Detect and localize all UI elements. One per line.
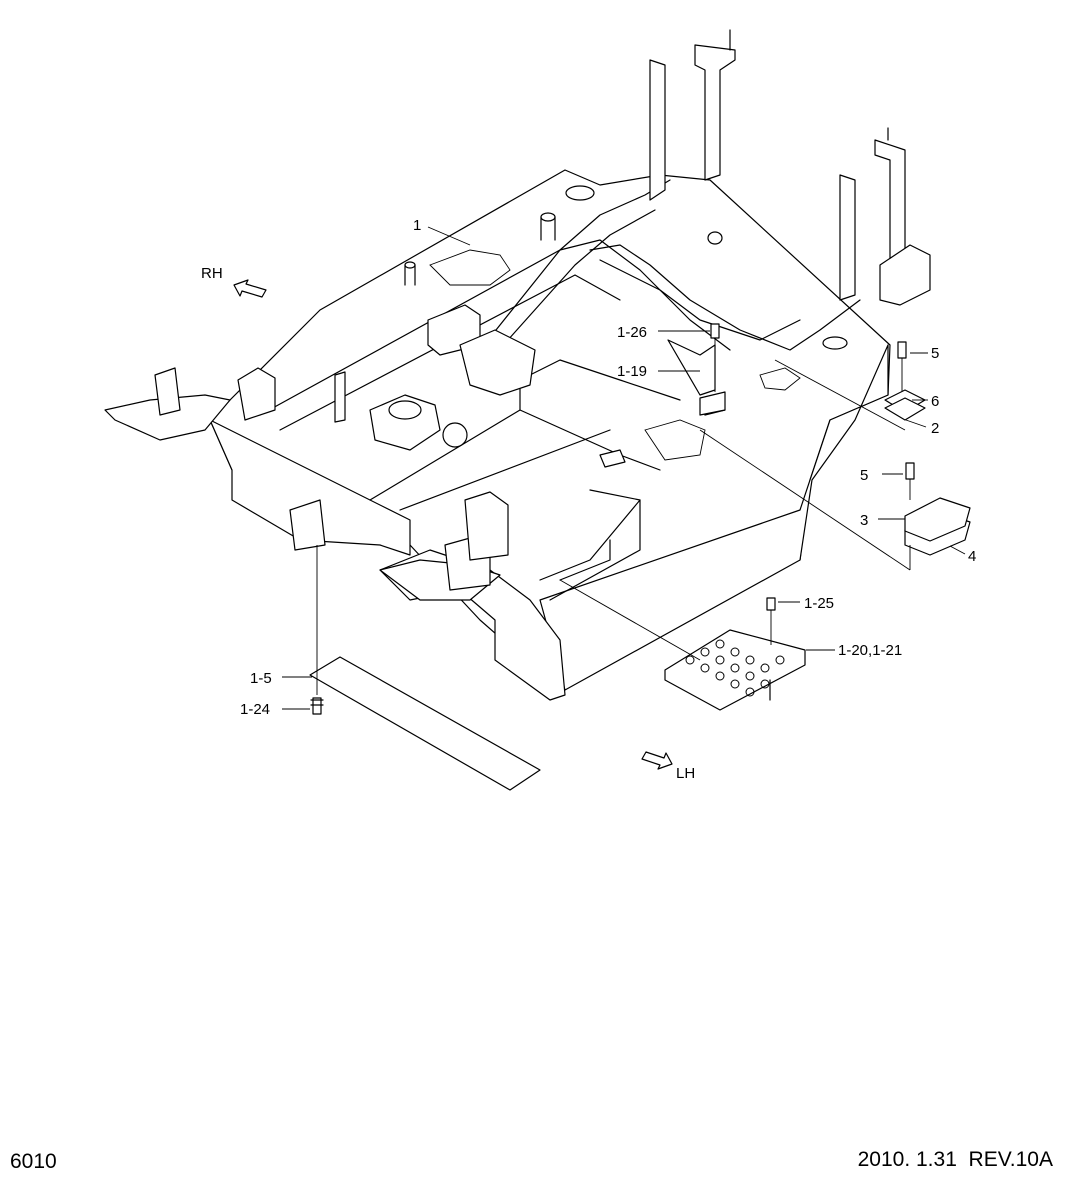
bolt-1-24	[310, 697, 324, 715]
page-code: 6010	[10, 1150, 57, 1173]
revision-stamp: 2010. 1.31 REV.10A	[857, 1148, 1053, 1171]
frame-side-wall-rh	[209, 419, 411, 556]
right-bracket-hook	[874, 139, 906, 261]
bolt-1-26	[710, 323, 720, 392]
callout-3: 3	[860, 512, 868, 529]
upper-frame-assembly	[104, 29, 931, 701]
right-block	[879, 244, 931, 306]
callout-6: 6	[931, 393, 939, 410]
rear-bracket-tall	[649, 59, 666, 201]
direction-label-lh: LH	[676, 765, 695, 782]
rear-bracket-hook	[694, 44, 736, 181]
swivel-mount	[369, 394, 441, 451]
leader-lines	[282, 226, 966, 710]
callout-5-lower: 5	[860, 467, 868, 484]
front-bracket-rh	[154, 367, 181, 416]
right-bracket-tall	[839, 174, 856, 301]
rh-arrow-icon	[233, 279, 267, 298]
callout-1-5: 1-5	[250, 670, 272, 687]
callout-1-24: 1-24	[240, 701, 270, 718]
bracket-plate	[459, 329, 536, 396]
boss-rh	[237, 367, 276, 421]
boss-lh	[464, 491, 509, 561]
callout-5-upper: 5	[931, 345, 939, 362]
gasket-2	[884, 397, 926, 421]
direction-label-rh: RH	[201, 265, 223, 282]
callout-1-20-1-21: 1-20,1-21	[838, 642, 902, 659]
callout-1-26: 1-26	[617, 324, 647, 341]
plate-1-5	[309, 656, 541, 791]
callout-2: 2	[931, 420, 939, 437]
frame-side-wall-lh	[539, 344, 889, 691]
step-plate-1-20-1-21	[664, 629, 806, 711]
lh-arrow-icon	[641, 751, 673, 770]
callout-1: 1	[413, 217, 421, 234]
callout-1-19: 1-19	[617, 363, 647, 380]
callout-1-25: 1-25	[804, 595, 834, 612]
cover-3	[904, 497, 971, 542]
callout-4: 4	[968, 548, 976, 565]
exploded-parts	[309, 323, 971, 791]
bolt-5-lower	[905, 462, 915, 500]
bolt-1-25	[766, 597, 776, 645]
bolt-5-upper	[897, 341, 907, 392]
